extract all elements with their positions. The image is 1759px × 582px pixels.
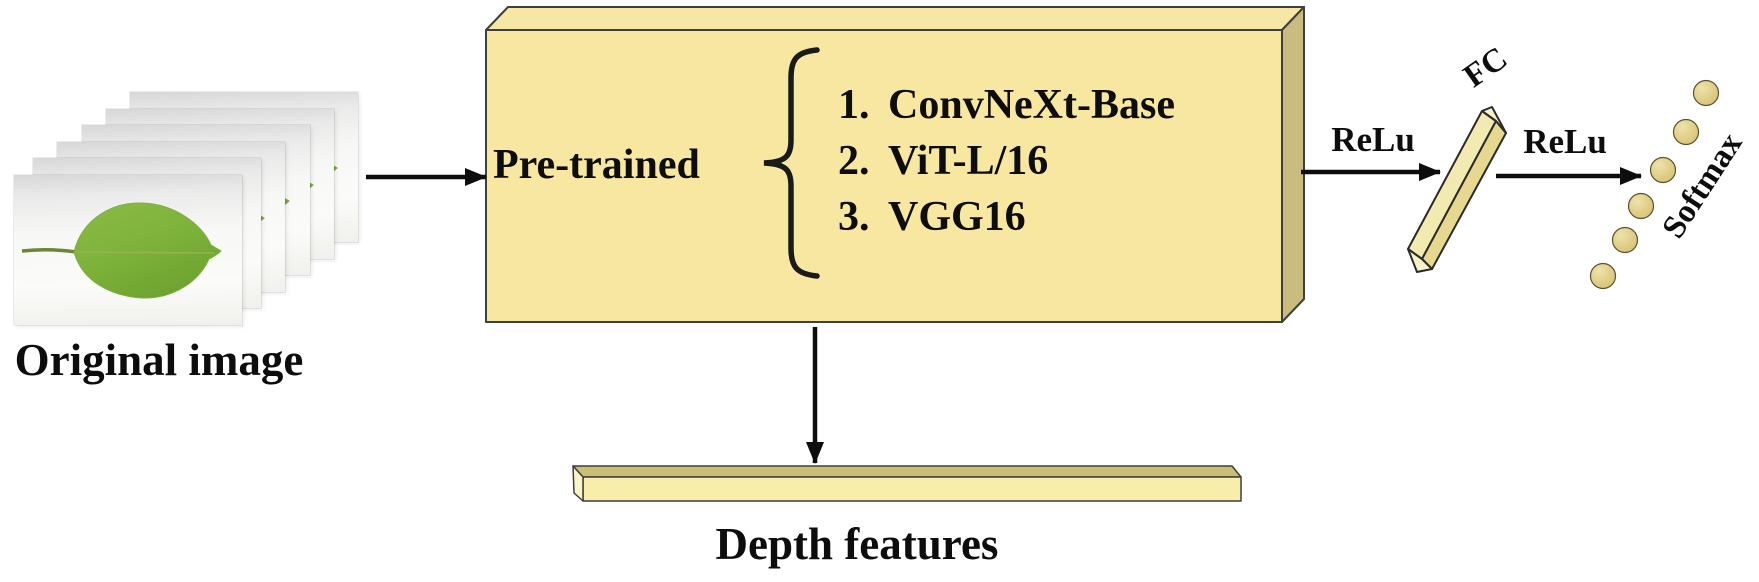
pretrained-box-side-face [1281,6,1305,323]
depth-features-bar [572,465,1242,502]
original-image-label: Original image [14,335,304,385]
softmax-node [1611,226,1639,254]
brace [763,47,820,279]
softmax-label: Softmax [1655,126,1750,245]
leaf-icon [21,202,222,299]
model-number: 3. [838,194,870,240]
softmax-node [1692,79,1720,107]
model-number: 1. [838,82,870,128]
softmax-node [1672,118,1700,146]
model-name: ViT-L/16 [888,138,1049,184]
softmax-node [1627,192,1655,220]
relu-label-2: ReLu [1523,122,1607,161]
model-list-item: 2. ViT-L/16 [838,133,1175,189]
model-name: VGG16 [888,194,1026,240]
relu-label-1: ReLu [1331,120,1415,159]
model-name: ConvNeXt-Base [888,82,1175,128]
model-list-item: 3. VGG16 [838,189,1175,245]
softmax-node [1589,262,1617,290]
softmax-node [1649,156,1677,184]
depth-features-label: Depth features [715,519,999,569]
model-list-item: 1. ConvNeXt-Base [838,77,1175,133]
fc-label: FC [1457,40,1515,95]
model-number: 2. [838,138,870,184]
model-list: 1. ConvNeXt-Base 2. ViT-L/16 3. VGG16 [838,77,1175,245]
leaf-photo-front [14,175,242,325]
pretrained-box-top-face [485,6,1305,31]
pretrained-label: Pre-trained [493,142,700,188]
